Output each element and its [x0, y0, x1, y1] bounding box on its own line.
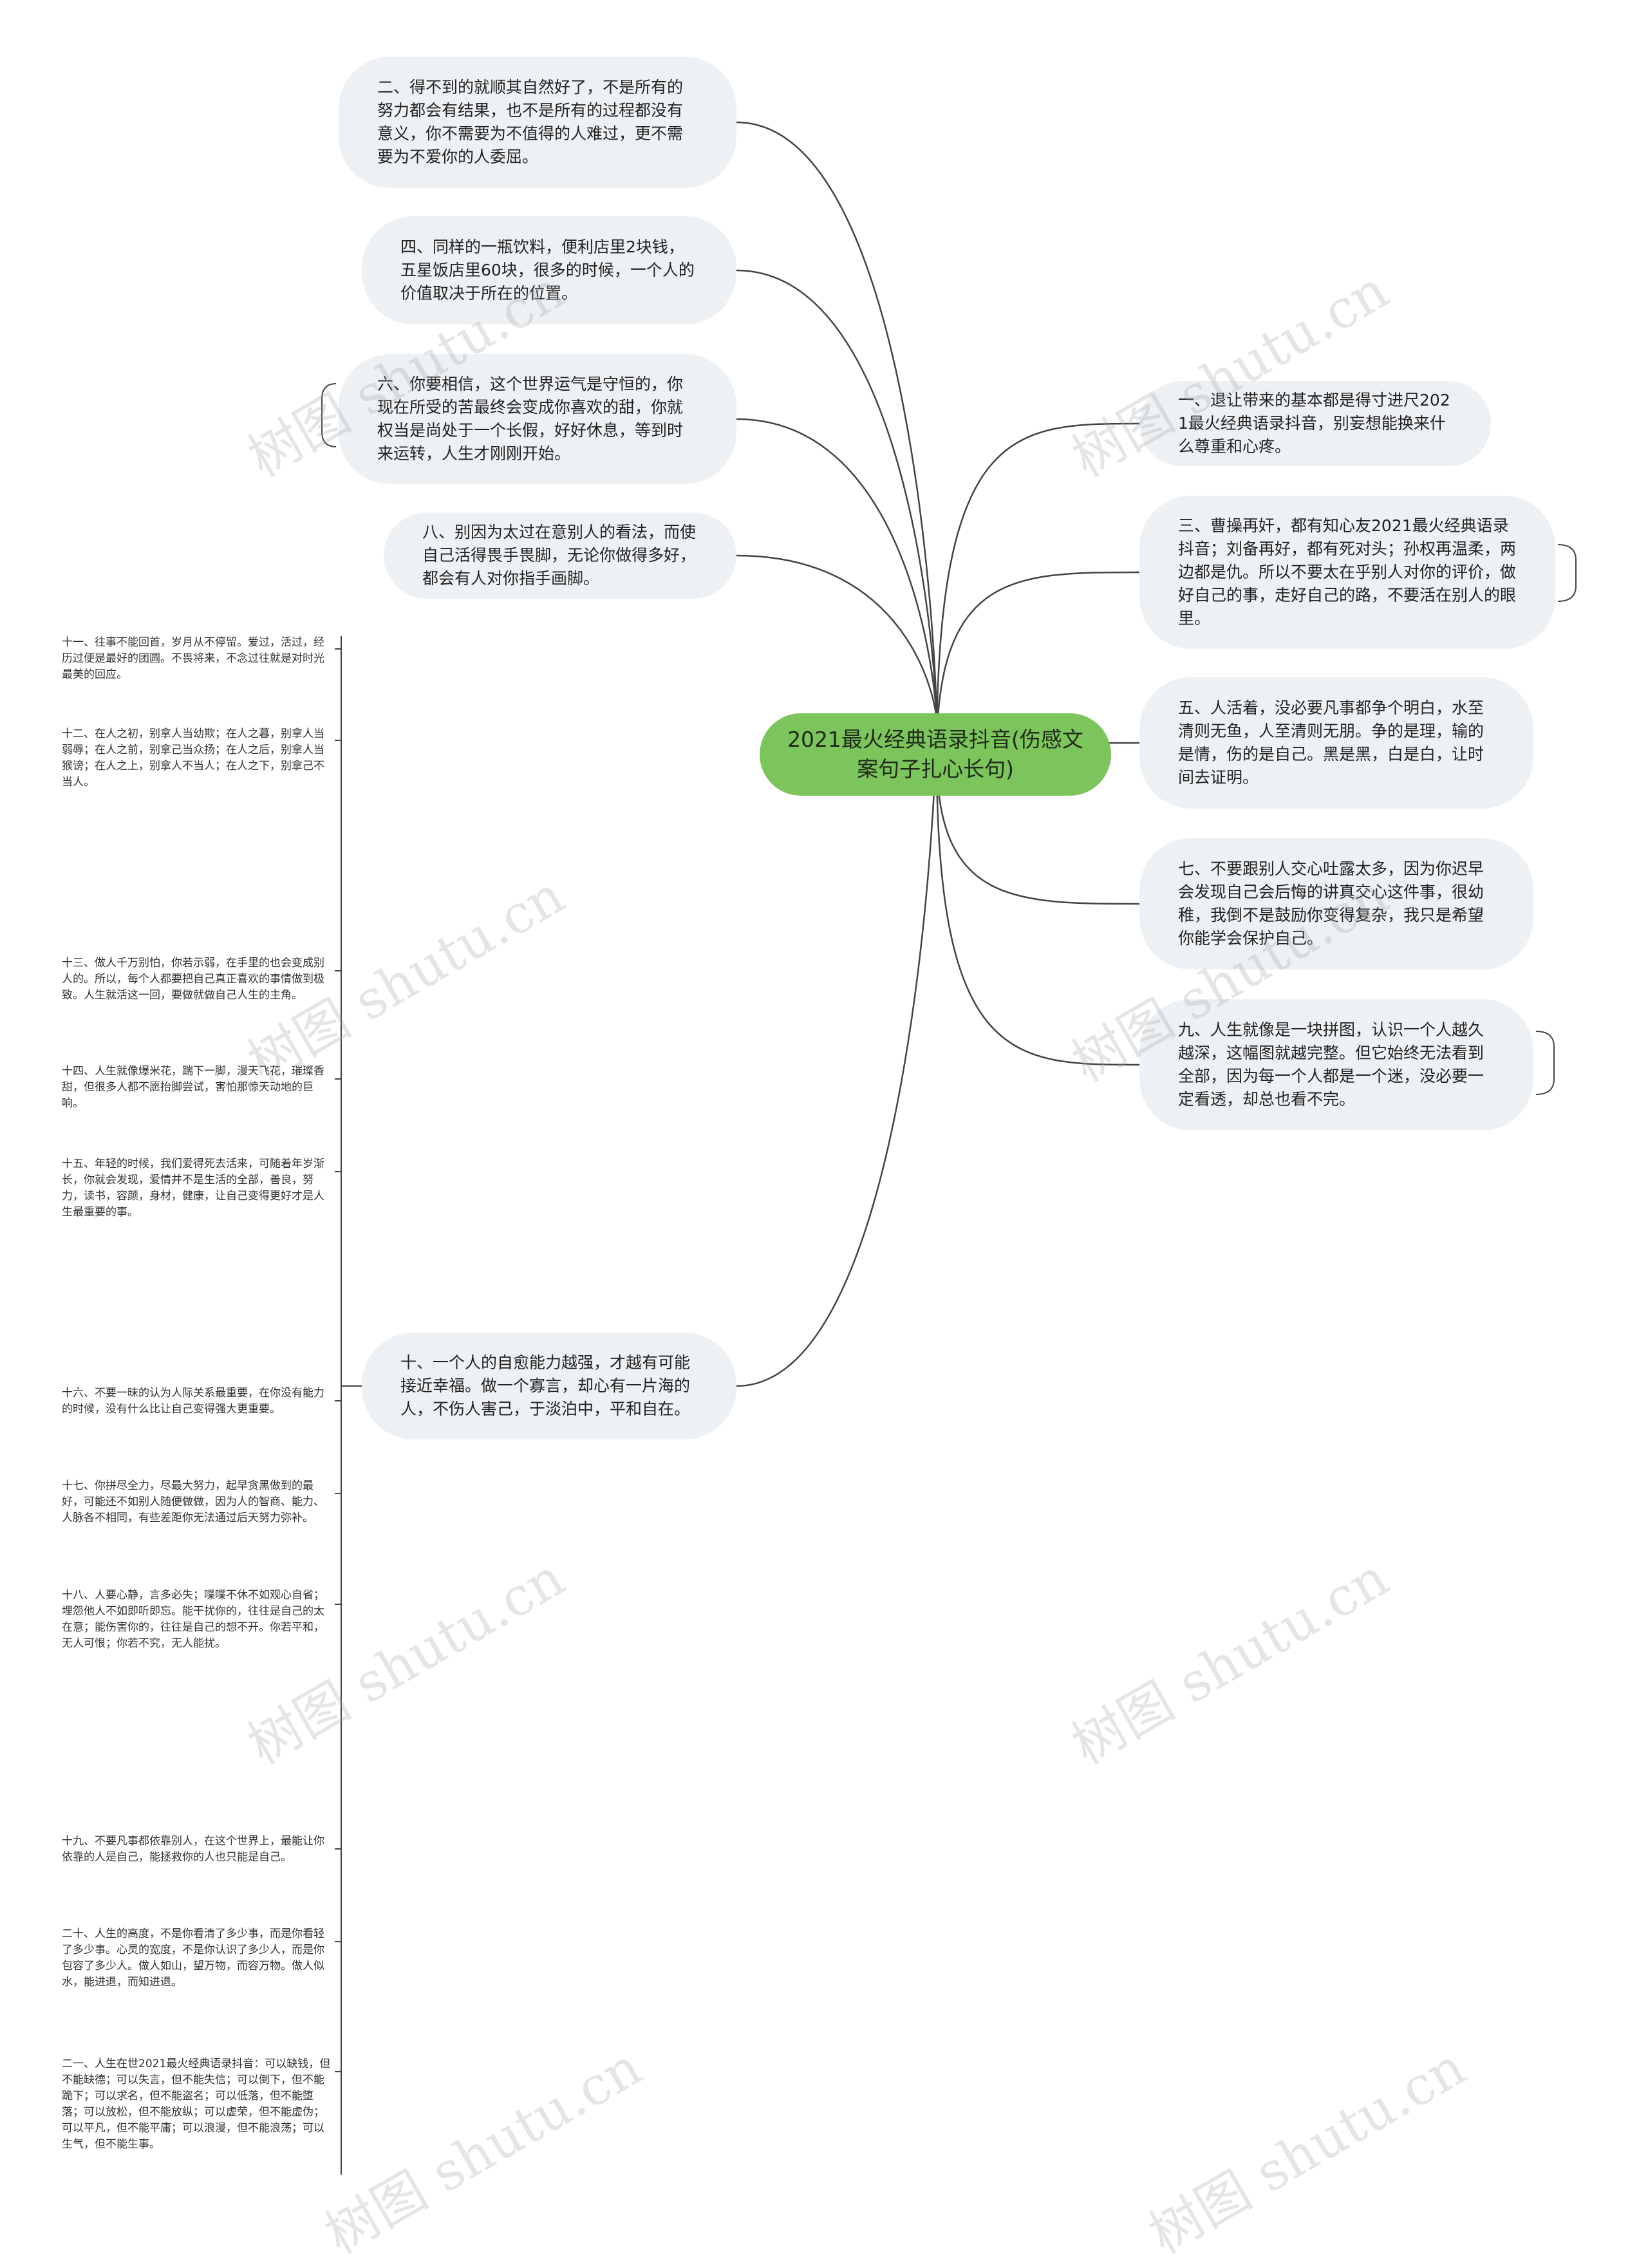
leaf-note-12-label: 十二、在人之初，别拿人当幼欺；在人之暮，别拿人当弱辱；在人之前，别拿己当众扬；在…	[62, 727, 324, 789]
topic-node-6-label: 六、你要相信，这个世界运气是守恒的，你现在所受的苦最终会变成你喜欢的甜，你就权当…	[377, 375, 684, 463]
leaf-note-13[interactable]: 十三、做人千万别怕，你若示弱，在手里的也会变成别人的。所以，每个人都要把自己真正…	[62, 955, 332, 1004]
branch-link-left-0	[736, 121, 938, 722]
leaf-note-16[interactable]: 十六、不要一昧的认为人际关系最重要，在你没有能力的时候，没有什么比让自己变得强大…	[62, 1385, 332, 1418]
topic-node-4[interactable]: 四、同样的一瓶饮料，便利店里2块钱，五星饭店里60块，很多的时候，一个人的价值取…	[362, 216, 736, 324]
topic-node-9[interactable]: 九、人生就像是一块拼图，认识一个人越久越深，这幅图就越完整。但它始终无法看到全部…	[1139, 999, 1533, 1130]
topic-node-3[interactable]: 三、曹操再奸，都有知心友2021最火经典语录抖音；刘备再好，都有死对头；孙权再温…	[1139, 496, 1555, 649]
branch-link-right-1	[935, 571, 1140, 755]
topic-node-2-label: 二、得不到的就顺其自然好了，不是所有的努力都会有结果，也不是所有的过程都没有意义…	[377, 78, 684, 166]
branch-link-right-4	[935, 754, 1140, 1066]
topic-node-1-label: 一、退让带来的基本都是得寸进尺2021最火经典语录抖音，别妄想能换来什么尊重和心…	[1178, 391, 1450, 456]
topic-node-9-label: 九、人生就像是一块拼图，认识一个人越久越深，这幅图就越完整。但它始终无法看到全部…	[1178, 1020, 1484, 1109]
topic-node-7-label: 七、不要跟别人交心吐露太多，因为你迟早会发现自己会后悔的讲真交心这件事，很幼稚，…	[1178, 859, 1484, 948]
topic-node-5-label: 五、人活着，没必要凡事都争个明白，水至清则无鱼，人至清则无朋。争的是理，输的是情…	[1178, 698, 1484, 787]
leaf-note-17-label: 十七、你拼尽全力，尽最大努力，起早贪黑做到的最好，可能还不如别人随便做做，因为人…	[62, 1479, 324, 1524]
branch-link-right-0	[935, 422, 1140, 755]
branch-link-left-3	[736, 554, 938, 722]
topic-node-10[interactable]: 十、一个人的自愈能力越强，才越有可能接近幸福。做一个寡言，却心有一片海的人，不伤…	[362, 1333, 736, 1439]
leaf-note-20-label: 二十、人生的高度，不是你看清了多少事，而是你看轻了多少事。心灵的宽度，不是你认识…	[62, 1927, 324, 1989]
leaf-note-13-label: 十三、做人千万别怕，你若示弱，在手里的也会变成别人的。所以，每个人都要把自己真正…	[62, 957, 324, 1002]
topic-node-1[interactable]: 一、退让带来的基本都是得寸进尺2021最火经典语录抖音，别妄想能换来什么尊重和心…	[1139, 381, 1491, 466]
leaf-note-19[interactable]: 十九、不要凡事都依靠别人，在这个世界上，最能让你依靠的人是自己，能拯救你的人也只…	[62, 1833, 332, 1866]
leaf-note-12[interactable]: 十二、在人之初，别拿人当幼欺；在人之暮，别拿人当弱辱；在人之前，别拿己当众扬；在…	[62, 726, 332, 791]
leaf-note-14-label: 十四、人生就像爆米花，踹下一脚，漫天飞花，璀璨香甜，但很多人都不愿抬脚尝试，害怕…	[62, 1065, 324, 1110]
topic-node-5[interactable]: 五、人活着，没必要凡事都争个明白，水至清则无鱼，人至清则无朋。争的是理，输的是情…	[1139, 677, 1533, 809]
topic-node-10-label: 十、一个人的自愈能力越强，才越有可能接近幸福。做一个寡言，却心有一片海的人，不伤…	[400, 1353, 691, 1418]
topic-node-3-label: 三、曹操再奸，都有知心友2021最火经典语录抖音；刘备再好，都有死对头；孙权再温…	[1178, 516, 1517, 628]
leaf-note-19-label: 十九、不要凡事都依靠别人，在这个世界上，最能让你依靠的人是自己，能拯救你的人也只…	[62, 1835, 324, 1864]
leaf-note-17[interactable]: 十七、你拼尽全力，尽最大努力，起早贪黑做到的最好，可能还不如别人随便做做，因为人…	[62, 1478, 332, 1526]
leaf-note-18-label: 十八、人要心静，言多必失；喋喋不休不如观心自省；埋怨他人不如即听即忘。能干扰你的…	[62, 1589, 324, 1650]
topic-node-7[interactable]: 七、不要跟别人交心吐露太多，因为你迟早会发现自己会后悔的讲真交心这件事，很幼稚，…	[1139, 838, 1533, 970]
center-topic-label: 2021最火经典语录抖音(伤感文案句子扎心长句)	[787, 727, 1083, 782]
brace-node-3	[1557, 544, 1577, 602]
leaf-note-21-label: 二一、人生在世2021最火经典语录抖音：可以缺钱，但不能缺德；可以失言，但不能失…	[62, 2057, 331, 2151]
leaf-note-11-label: 十一、往事不能回首，岁月从不停留。爱过，活过，经历过便是最好的团圆。不畏将来，不…	[62, 636, 324, 681]
leaf-note-20[interactable]: 二十、人生的高度，不是你看清了多少事，而是你看轻了多少事。心灵的宽度，不是你认识…	[62, 1926, 332, 1991]
brace-node-9	[1535, 1031, 1555, 1095]
topic-node-2[interactable]: 二、得不到的就顺其自然好了，不是所有的努力都会有结果，也不是所有的过程都没有意义…	[339, 57, 736, 188]
topic-node-8-label: 八、别因为太过在意别人的看法，而使自己活得畏手畏脚，无论你做得多好，都会有人对你…	[422, 523, 697, 588]
leaf-note-11[interactable]: 十一、往事不能回首，岁月从不停留。爱过，活过，经历过便是最好的团圆。不畏将来，不…	[62, 635, 332, 683]
branch-link-right-3	[935, 754, 1140, 905]
topic-node-6[interactable]: 六、你要相信，这个世界运气是守恒的，你现在所受的苦最终会变成你喜欢的甜，你就权当…	[339, 354, 736, 484]
leaf-note-21[interactable]: 二一、人生在世2021最火经典语录抖音：可以缺钱，但不能缺德；可以失言，但不能失…	[62, 2056, 332, 2153]
leaf-note-14[interactable]: 十四、人生就像爆米花，踹下一脚，漫天飞花，璀璨香甜，但很多人都不愿抬脚尝试，害怕…	[62, 1064, 332, 1112]
branch-link-left-4	[736, 720, 938, 1387]
leaf-note-16-label: 十六、不要一昧的认为人际关系最重要，在你没有能力的时候，没有什么比让自己变得强大…	[62, 1387, 324, 1416]
center-topic[interactable]: 2021最火经典语录抖音(伤感文案句子扎心长句)	[760, 713, 1111, 796]
leaf-note-18[interactable]: 十八、人要心静，言多必失；喋喋不休不如观心自省；埋怨他人不如即听即忘。能干扰你的…	[62, 1588, 332, 1652]
topic-node-8[interactable]: 八、别因为太过在意别人的看法，而使自己活得畏手畏脚，无论你做得多好，都会有人对你…	[384, 512, 736, 599]
topic-node-4-label: 四、同样的一瓶饮料，便利店里2块钱，五星饭店里60块，很多的时候，一个人的价值取…	[400, 238, 695, 303]
branch-link-left-1	[736, 269, 938, 722]
leaf-note-15-label: 十五、年轻的时候，我们爱得死去活来，可随着年岁渐长，你就会发现，爱情并不是生活的…	[62, 1157, 324, 1219]
branch-link-left-2	[736, 418, 938, 722]
brace-node-6	[321, 383, 337, 447]
leaf-note-15[interactable]: 十五、年轻的时候，我们爱得死去活来，可随着年岁渐长，你就会发现，爱情并不是生活的…	[62, 1156, 332, 1221]
